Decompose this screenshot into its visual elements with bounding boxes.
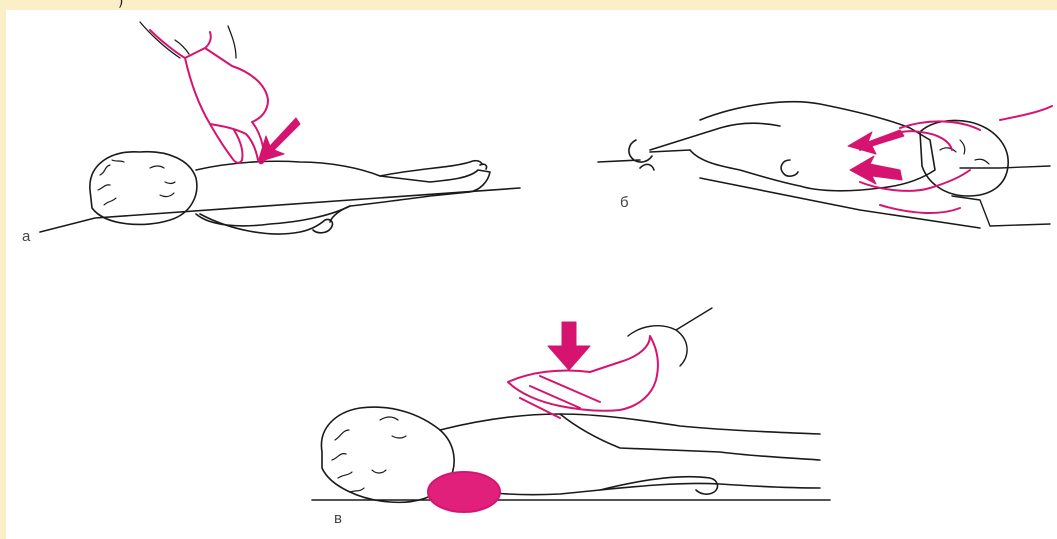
panel-a bbox=[40, 22, 520, 234]
panel-a-infant-head bbox=[90, 152, 197, 225]
panel-c-shoulder-roll bbox=[428, 472, 500, 512]
panel-a-hand bbox=[150, 30, 268, 163]
panel-b-arrow-upper bbox=[848, 130, 904, 154]
panel-b-surface-line bbox=[598, 160, 980, 228]
panel-c-arrow bbox=[548, 322, 590, 370]
panel-b-arrow-lower bbox=[850, 156, 902, 184]
panel-a-arrow bbox=[258, 118, 300, 162]
panel-c-label: в bbox=[334, 510, 342, 527]
panel-b bbox=[598, 102, 1052, 228]
panel-a-label: а bbox=[22, 228, 30, 245]
panel-c bbox=[312, 308, 830, 512]
panel-b-label: б bbox=[620, 194, 629, 211]
